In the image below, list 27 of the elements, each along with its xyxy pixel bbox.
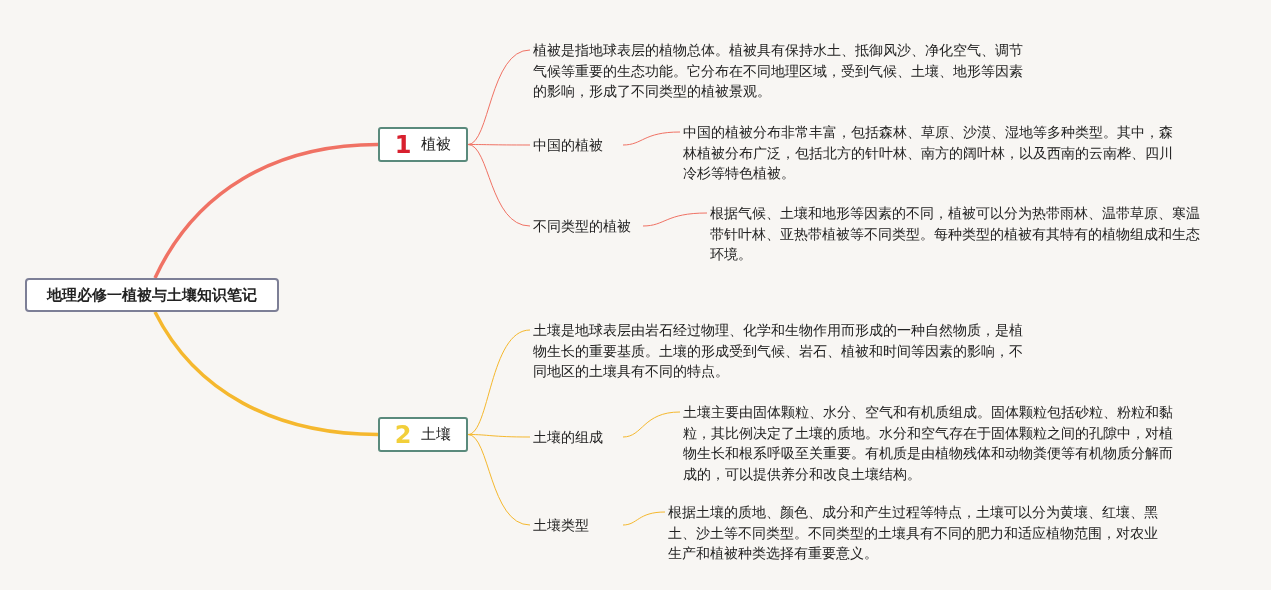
note-text: 根据气候、土壤和地形等因素的不同，植被可以分为热带雨林、温带草原、寒温带针叶林、亚热带植被等不同类型。每种类型的植被有其特有的植物组成和生态环境。 (710, 203, 1205, 265)
branch-line (467, 49, 531, 145)
central-topic-box: 地理必修一植被与土壤知识笔记 (25, 278, 279, 312)
topic-title: 土壤 (421, 425, 452, 444)
branch-line (622, 131, 681, 146)
note-text: 中国的植被分布非常丰富，包括森林、草原、沙漠、湿地等多种类型。其中，森林植被分布广泛，包括北方的针叶林、南方的阔叶林，以及西南的云南桦、四川冷杉等特色植被。 (683, 122, 1175, 184)
branch-line (153, 311, 379, 437)
branch-line (642, 212, 708, 227)
priority-number: 2 (394, 420, 412, 449)
subtopic-label: 土壤的组成 (533, 427, 623, 447)
priority-number: 1 (394, 130, 412, 159)
topic-box (378, 127, 468, 162)
branch-line (622, 411, 681, 438)
branch-line (622, 511, 666, 526)
note-text: 土壤是地球表层由岩石经过物理、化学和生物作用而形成的一种自然物质，是植物生长的重要基质。土壤的形成受到气候、岩石、植被和时间等因素的影响，不同地区的土壤具有不同的特点。 (533, 320, 1025, 382)
branch-line (467, 144, 531, 227)
note-text: 植被是指地球表层的植物总体。植被具有保持水土、抵御风沙、净化空气、调节气候等重要的生态功能。它分布在不同地理区域，受到气候、土壤、地形等因素的影响，形成了不同类型的植被景观。 (533, 40, 1025, 102)
topic-box (378, 417, 468, 452)
subtopic-label: 不同类型的植被 (533, 216, 643, 236)
branch-line (467, 329, 531, 435)
branch-line (153, 142, 379, 279)
subtopic-label: 土壤类型 (533, 515, 623, 535)
topic-title: 植被 (421, 135, 452, 154)
branch-line (467, 434, 531, 526)
note-text: 土壤主要由固体颗粒、水分、空气和有机质组成。固体颗粒包括砂粒、粉粒和黏粒，其比例决定了土壤的质地。水分和空气存在于固体颗粒之间的孔隙中，对植物生长和根系呼吸至关重要。有机质是由植物残体和动物粪便等有机物质分解而成的，可以提供养分和改良土壤结构。 (683, 402, 1175, 484)
note-text: 根据土壤的质地、颜色、成分和产生过程等特点，土壤可以分为黄壤、红壤、黑土、沙土等不同类型。不同类型的土壤具有不同的肥力和适应植物范围，对农业生产和植被种类选择有重要意义。 (668, 502, 1163, 564)
subtopic-label: 中国的植被 (533, 135, 623, 155)
